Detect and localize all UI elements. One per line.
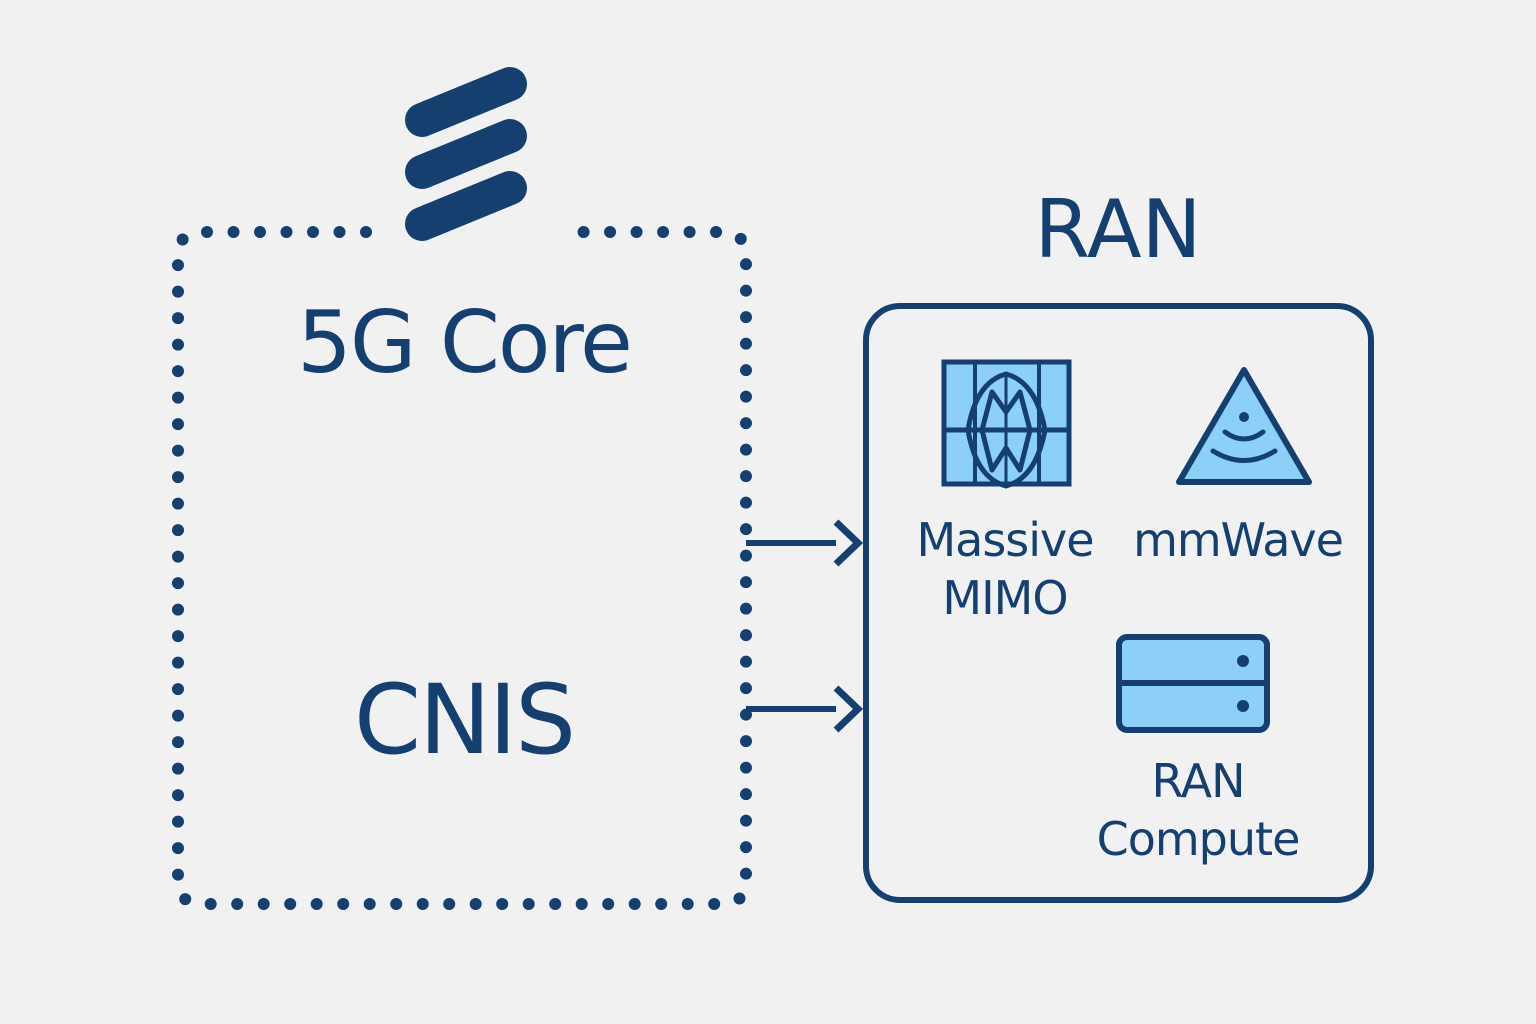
ran-compute-label-line-1: RAN <box>1151 754 1246 808</box>
massive-mimo-label: Massive MIMO <box>880 511 1130 627</box>
mmwave-triangle-icon <box>1176 367 1312 485</box>
ran-compute-label: RAN Compute <box>1058 752 1338 868</box>
core-dotted-container <box>172 226 752 910</box>
ran-box <box>863 303 1374 903</box>
ran-title: RAN <box>1034 183 1202 276</box>
mmwave-label: mmWave <box>1118 511 1358 569</box>
massive-mimo-label-line-2: MIMO <box>942 571 1068 625</box>
server-icon <box>1116 634 1270 733</box>
ericsson-logo-icon <box>405 67 527 241</box>
connector-arrow-cnis <box>746 685 864 733</box>
connector-arrow-core <box>746 519 864 567</box>
ran-compute-label-line-2: Compute <box>1096 812 1301 866</box>
cnis-title: CNIS <box>353 664 576 776</box>
core-title: 5G Core <box>297 293 633 393</box>
massive-mimo-label-line-1: Massive <box>916 513 1094 567</box>
massive-mimo-antenna-icon <box>941 359 1072 489</box>
mmwave-label-line-1: mmWave <box>1133 513 1344 567</box>
